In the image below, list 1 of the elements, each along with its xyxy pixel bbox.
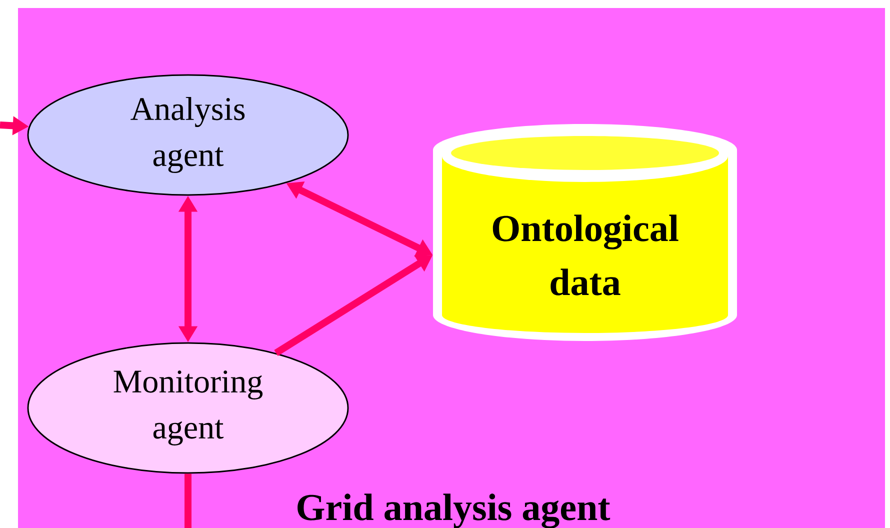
database-cylinder: Ontological data	[433, 124, 737, 341]
